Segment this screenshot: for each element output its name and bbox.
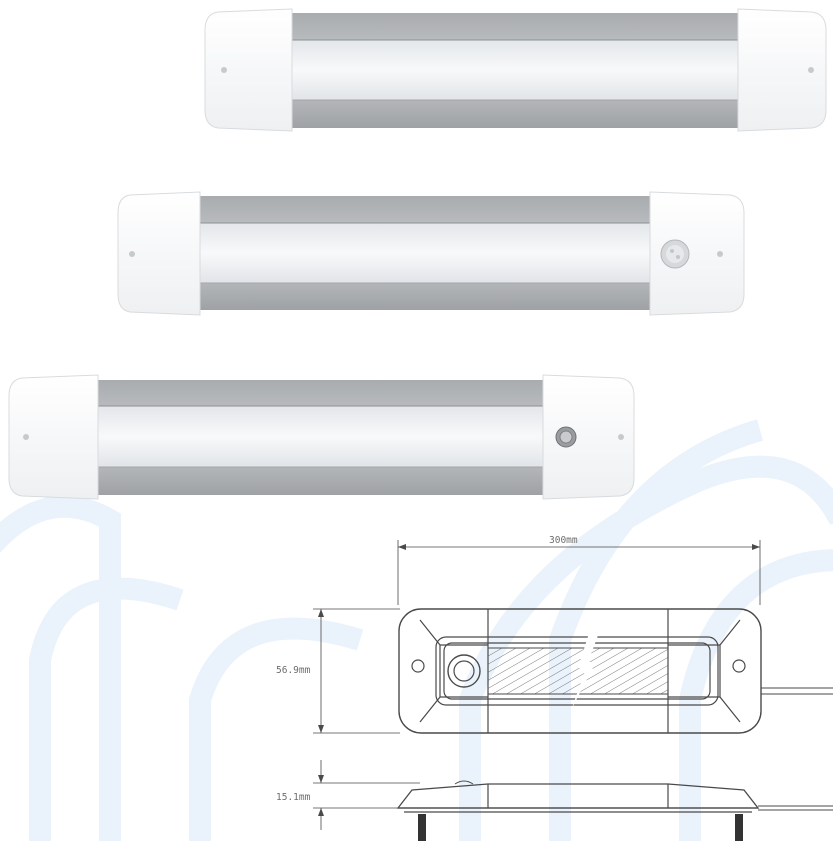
watermark-arcs xyxy=(0,419,833,841)
height-dimension-label: 15.1mm xyxy=(276,792,311,803)
light-bar-with-switch xyxy=(8,374,635,500)
light-bar-with-sensor xyxy=(117,191,745,316)
dimension-drawing-side-view xyxy=(313,760,833,841)
length-dimension-label: 300mm xyxy=(549,535,578,546)
push-switch-icon xyxy=(555,426,577,448)
light-bar-plain xyxy=(204,8,827,132)
dimension-drawing-top-view xyxy=(313,540,833,734)
motion-sensor-icon xyxy=(660,239,690,269)
width-dimension-label: 56.9mm xyxy=(276,665,311,676)
